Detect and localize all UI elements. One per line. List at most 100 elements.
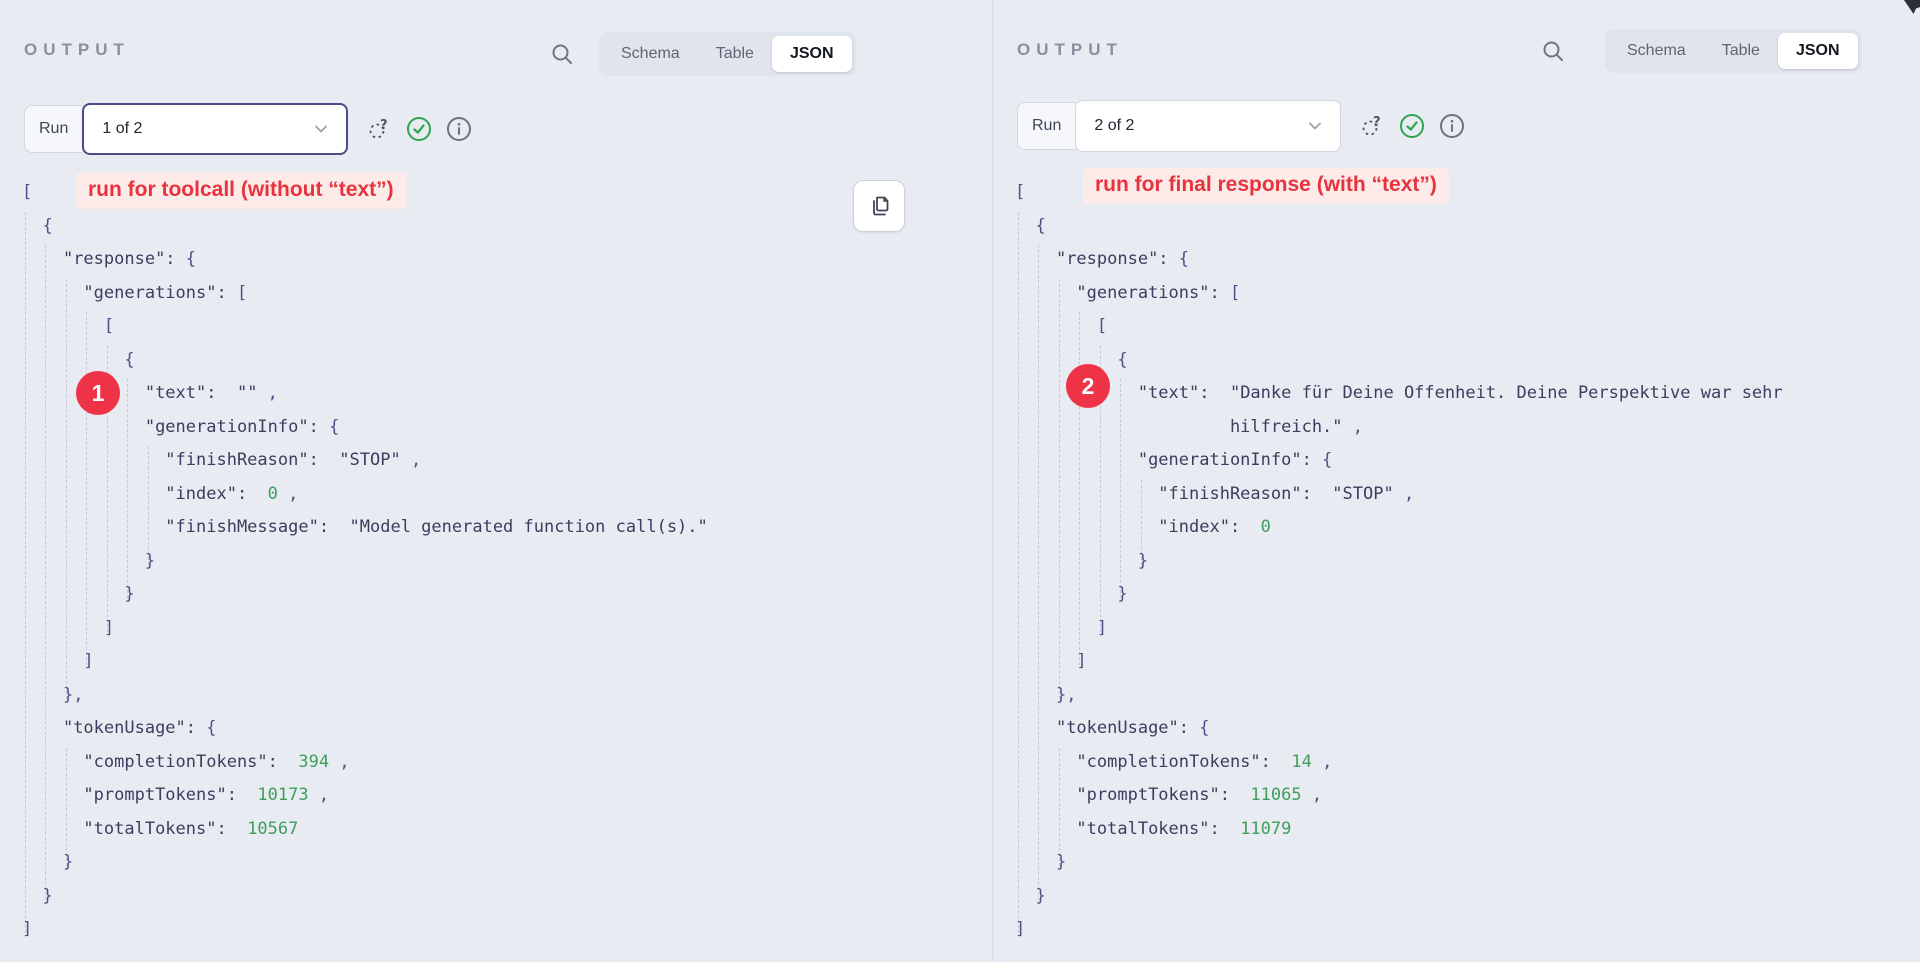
json-line: "text": "" , xyxy=(22,377,708,411)
indent-guide xyxy=(45,245,47,900)
run-status-icons: ? xyxy=(366,116,472,142)
json-token-s: "" xyxy=(216,383,258,403)
tab-json[interactable]: JSON xyxy=(1777,33,1858,69)
svg-text:?: ? xyxy=(380,118,388,133)
json-token-k: "finishMessage": xyxy=(165,517,330,537)
copy-button[interactable] xyxy=(853,180,905,232)
json-token-p: , xyxy=(1311,751,1333,772)
json-line: "response": { xyxy=(1015,243,1783,277)
json-token-p: { xyxy=(175,249,197,269)
info-circle-icon[interactable] xyxy=(1439,113,1465,139)
json-token-k: "promptTokens": xyxy=(1076,785,1230,805)
json-token-p: { xyxy=(124,349,135,370)
json-token-k: "response": xyxy=(1055,249,1169,269)
json-line: ] xyxy=(22,913,708,947)
info-circle-icon[interactable] xyxy=(446,116,472,142)
tab-table[interactable]: Table xyxy=(715,45,754,62)
json-line: ] xyxy=(1015,645,1783,679)
json-line: "finishReason": "STOP" , xyxy=(22,444,708,478)
indent-guide xyxy=(25,211,26,933)
run-selector-row: Run 2 of 2 ? xyxy=(1017,100,1465,152)
json-token-p: } xyxy=(1117,584,1128,604)
json-token-p: } xyxy=(1035,885,1046,906)
tab-schema[interactable]: Schema xyxy=(1627,42,1686,59)
json-token-p: [ xyxy=(1015,182,1026,202)
trace-question-icon[interactable]: ? xyxy=(1359,113,1385,139)
tab-table[interactable]: Table xyxy=(1721,42,1760,59)
json-token-p: , xyxy=(400,450,422,470)
json-line: "response": { xyxy=(22,243,708,277)
json-token-k: "generationInfo": xyxy=(144,416,319,437)
json-line: { xyxy=(22,344,708,378)
json-line: "text": "Danke für Deine Offenheit. Dein… xyxy=(1015,377,1783,411)
json-line: ] xyxy=(22,612,708,646)
json-token-p: , xyxy=(257,383,278,403)
json-line: "completionTokens": 14 , xyxy=(1015,746,1783,780)
json-token-p: [ xyxy=(226,282,248,303)
json-line: [ xyxy=(1015,176,1783,210)
json-token-n: 10567 xyxy=(226,818,299,839)
json-token-k: "finishReason": xyxy=(1158,483,1312,504)
json-line: } xyxy=(22,578,708,612)
json-line: "index": 0 xyxy=(1015,511,1783,545)
json-line: ] xyxy=(1015,612,1783,646)
indent-guide xyxy=(86,312,88,665)
trace-question-icon[interactable]: ? xyxy=(366,116,392,142)
check-circle-icon[interactable] xyxy=(1399,113,1425,139)
run-dropdown-value: 1 of 2 xyxy=(102,120,143,137)
json-token-p: }, xyxy=(62,684,84,705)
run-dropdown[interactable]: 2 of 2 xyxy=(1075,100,1342,152)
json-line: { xyxy=(22,210,708,244)
json-token-n: 0 xyxy=(1240,517,1271,537)
json-line: "totalTokens": 10567 xyxy=(22,813,708,847)
json-token-k: "tokenUsage": xyxy=(62,718,197,738)
json-token-p: , xyxy=(329,751,350,772)
json-token-p: ] xyxy=(83,651,94,671)
json-line: "finishReason": "STOP" , xyxy=(1015,478,1783,512)
indent-guide xyxy=(127,379,129,598)
json-token-p: } xyxy=(1137,550,1149,571)
json-code: [ { "response": { "generations": [ [ { "… xyxy=(22,176,708,947)
json-token-p: , xyxy=(1342,416,1364,437)
svg-text:?: ? xyxy=(1373,115,1381,130)
indent-guide xyxy=(1038,245,1040,900)
json-token-p: } xyxy=(1055,852,1067,872)
json-token-p: [ xyxy=(1219,282,1241,303)
search-icon[interactable] xyxy=(1539,37,1567,65)
json-token-n: 394 xyxy=(277,751,330,772)
indent-guide xyxy=(1018,211,1019,933)
json-token-k: "completionTokens": xyxy=(83,751,278,772)
indent-guide xyxy=(65,747,67,866)
json-token-p: , xyxy=(1301,785,1323,805)
json-token-s: "Model generated function call(s)." xyxy=(329,517,708,537)
json-line: { xyxy=(1015,210,1783,244)
search-icon[interactable] xyxy=(548,40,576,68)
json-token-n: 0 xyxy=(247,483,278,504)
json-code: [ { "response": { "generations": [ [ { "… xyxy=(1015,176,1783,947)
run-dropdown[interactable]: 1 of 2 xyxy=(82,103,349,155)
json-token-p: { xyxy=(196,718,217,738)
mouse-cursor xyxy=(1904,0,1920,14)
indent-guide xyxy=(106,345,108,632)
json-token-n: 11079 xyxy=(1219,818,1292,839)
json-token-p: { xyxy=(1311,450,1333,470)
json-line: "completionTokens": 394 , xyxy=(22,746,708,780)
json-token-n: 14 xyxy=(1270,751,1312,772)
view-tab-group: Schema Table JSON xyxy=(599,32,856,76)
check-circle-icon[interactable] xyxy=(406,116,432,142)
json-line: } xyxy=(1015,545,1783,579)
json-line: [ xyxy=(22,310,708,344)
json-token-p: ] xyxy=(1076,651,1087,671)
json-line: "promptTokens": 11065 , xyxy=(1015,779,1783,813)
tab-json[interactable]: JSON xyxy=(771,36,852,72)
annotation-note: run for final response (with “text”) xyxy=(1083,168,1449,204)
json-token-p: ] xyxy=(22,919,33,939)
json-token-p: { xyxy=(1035,215,1046,236)
json-token-k: "text": xyxy=(1137,383,1210,403)
view-tab-group: Schema Table JSON xyxy=(1605,29,1862,73)
tab-schema[interactable]: Schema xyxy=(621,45,680,62)
json-token-p: } xyxy=(62,852,74,872)
annotation-note: run for toolcall (without “text”) xyxy=(76,173,406,209)
search-icon-glyph xyxy=(1543,41,1563,61)
